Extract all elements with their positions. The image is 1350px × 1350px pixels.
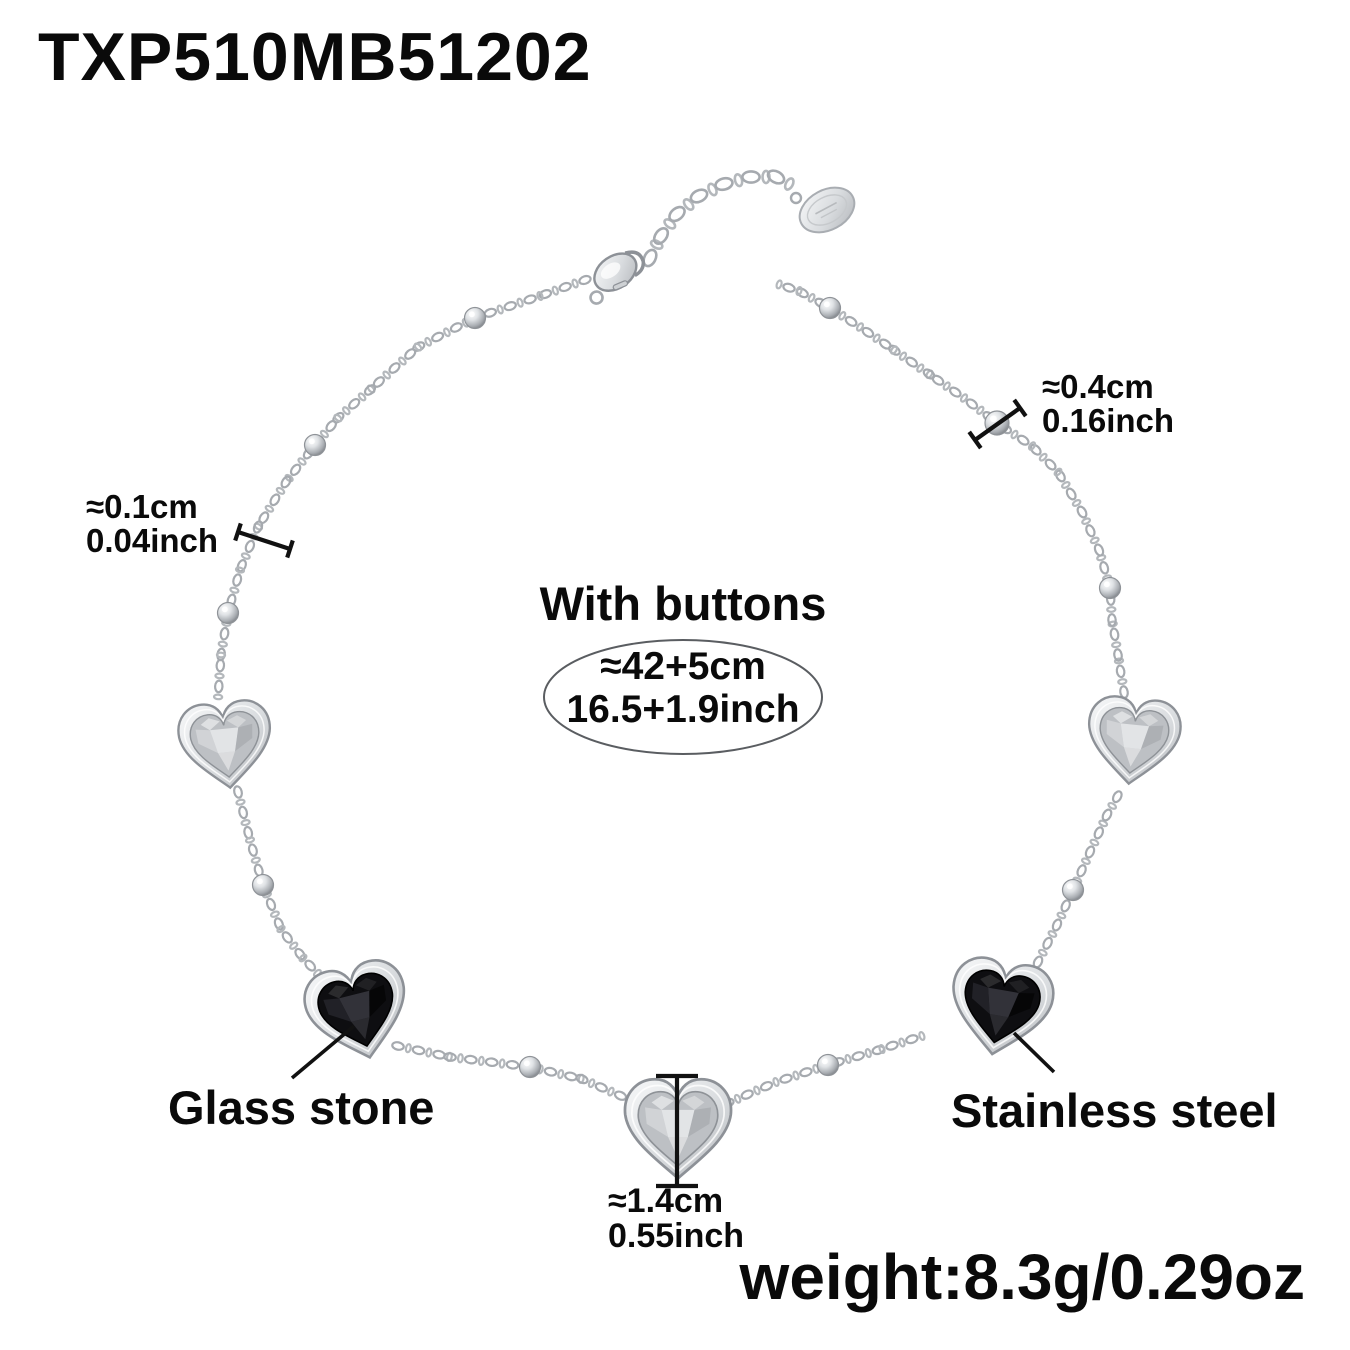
leader-lines xyxy=(290,1024,1056,1080)
lobster-clasp xyxy=(589,250,645,305)
pendant-size-cm: ≈1.4cm xyxy=(608,1182,724,1220)
chain-size-inch: 0.04inch xyxy=(86,522,219,560)
length-inch: 16.5+1.9inch xyxy=(566,687,800,731)
length-cm: ≈42+5cm xyxy=(600,645,766,688)
stainless-steel-label: Stainless steel xyxy=(951,1084,1278,1137)
bead-size-annotation: ≈0.4cm 0.16inch xyxy=(1042,368,1175,440)
pendant-size-inch: 0.55inch xyxy=(608,1217,745,1256)
glass-stone-label: Glass stone xyxy=(168,1081,435,1134)
chain-size-cm: ≈0.1cm xyxy=(86,488,198,525)
brand-tag xyxy=(789,186,856,234)
heart-pendant xyxy=(1087,695,1182,786)
heart-pendant xyxy=(177,699,272,790)
heart-pendant xyxy=(952,956,1055,1056)
heart-pendant xyxy=(303,959,406,1060)
extension-chain xyxy=(642,169,795,268)
weight-label: weight:8.3g/0.29oz xyxy=(739,1241,1305,1313)
chain-size-annotation: ≈0.1cm 0.04inch xyxy=(86,488,219,560)
length-heading: With buttons xyxy=(539,577,827,630)
pendant-size-annotation: ≈1.4cm 0.55inch xyxy=(608,1182,745,1256)
product-code: TXP510MB51202 xyxy=(38,19,592,95)
measure-ticks xyxy=(233,398,1028,1189)
length-ellipse xyxy=(543,639,823,755)
length-values: ≈42+5cm 16.5+1.9inch xyxy=(480,645,886,732)
bead-size-inch: 0.16inch xyxy=(1042,402,1175,440)
bead-size-cm: ≈0.4cm xyxy=(1042,368,1154,405)
